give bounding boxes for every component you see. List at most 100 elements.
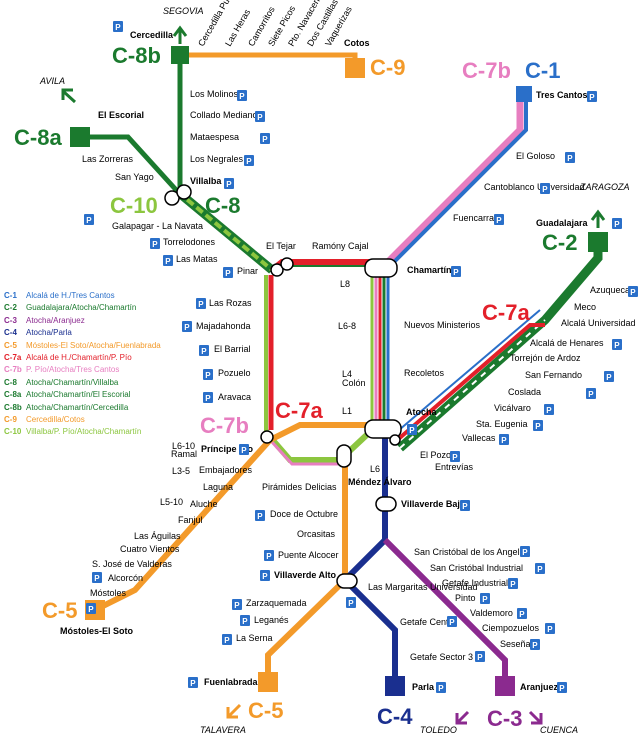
dest-talavera: TALAVERA: [200, 725, 246, 735]
line-c10-villalba-pinar: [176, 190, 274, 272]
station-san-yago: San Yago: [115, 172, 154, 182]
arrow-avila: [61, 88, 77, 104]
station-alcala-henares: Alcalá de Henares: [530, 338, 604, 348]
terminus-cotos: [345, 58, 365, 78]
parking-label: P: [449, 618, 455, 627]
parking-label: P: [242, 617, 248, 626]
station-sta-eugenia: Sta. Eugenia: [476, 419, 528, 429]
interchange-pinar: [270, 257, 294, 277]
parking-label: P: [262, 135, 268, 144]
legend-route: Alcalá de H./Chamartín/P. Pío: [26, 353, 132, 363]
legend-line-code: C-3: [4, 315, 17, 325]
station-alcorcon: Alcorcón: [108, 573, 143, 583]
dest-avila: AVILA: [39, 76, 65, 86]
station-el-pozo: El Pozo: [420, 450, 451, 460]
badge-c5-left: C-5: [42, 598, 77, 623]
station-guadalajara: Guadalajara: [536, 218, 589, 228]
legend-route: Atocha/Chamartín/El Escorial: [26, 390, 131, 400]
parking-label: P: [547, 625, 553, 634]
legend-row: C-1 Alcalá de H./Tres Cantos: [4, 290, 161, 302]
legend-route: Alcalá de H./Tres Cantos: [26, 291, 115, 300]
line-east-red: [393, 323, 545, 444]
dest-segovia: SEGOVIA: [163, 6, 204, 16]
legend-line-code: C-1: [4, 291, 17, 300]
parking-label: P: [257, 512, 263, 521]
parking-label: P: [115, 23, 121, 32]
badge-c7a-right: C-7a: [482, 300, 530, 325]
station-parla: Parla: [412, 682, 435, 692]
terminus-cercedilla: [171, 46, 189, 64]
legend-route: Villalba/P. Pío/Atocha/Chamartín: [26, 427, 142, 437]
parking-label: P: [510, 580, 516, 589]
parking-label: P: [519, 610, 525, 619]
parking-label: P: [205, 394, 211, 403]
legend-route: Atocha/Chamartín/Villalba: [26, 377, 119, 387]
station-san-jose: S. José de Valderas: [92, 559, 172, 569]
station-ramal: Ramal: [171, 449, 197, 459]
badge-c7a-mid: C-7a: [275, 398, 323, 423]
parking-label: P: [409, 426, 415, 435]
station-atocha: Atocha: [406, 407, 437, 417]
line-east-dash: [399, 319, 546, 449]
station-mendez-alvaro: Méndez Álvaro: [348, 477, 412, 487]
metro-l6: L6: [370, 464, 380, 474]
station-getafe-centro: Getafe Centro: [400, 617, 457, 627]
parking-label: P: [588, 390, 594, 399]
station-piramides: Pirámides: [262, 482, 303, 492]
station-torrejon: Torrejón de Ardoz: [510, 353, 581, 363]
station-las-rozas: Las Rozas: [209, 298, 252, 308]
line-c3: [382, 537, 508, 682]
badge-c9: C-9: [370, 55, 405, 80]
parking-label: P: [567, 154, 573, 163]
parking-label: P: [224, 636, 230, 645]
station-coslada: Coslada: [508, 387, 541, 397]
parking-label: P: [165, 257, 171, 266]
interchange-chamartin: [364, 258, 398, 278]
parking-label: P: [614, 220, 620, 229]
parking-label: P: [234, 601, 240, 610]
station-aranjuez: Aranjuez: [520, 682, 559, 692]
badge-c4: C-4: [377, 704, 413, 729]
legend-line-code: C-4: [4, 328, 17, 338]
station-cotos: Cotos: [344, 38, 370, 48]
parking-label: P: [257, 113, 263, 122]
station-fanjul: Fanjul: [178, 515, 203, 525]
parking-label: P: [535, 422, 541, 431]
parking-label: P: [190, 679, 196, 688]
station-doce-octubre: Doce de Octubre: [270, 509, 338, 519]
station-meco: Meco: [574, 302, 596, 312]
station-cantoblanco: Cantoblanco Universidad: [484, 182, 585, 192]
badge-c2: C-2: [542, 230, 577, 255]
station-el-escorial: El Escorial: [98, 110, 144, 120]
legend-row: C-8a Atocha/Chamartín/El Escorial: [4, 389, 161, 401]
legend-line-code: C-8b: [4, 402, 22, 412]
badge-c8b: C-8b: [112, 43, 161, 68]
station-aravaca: Aravaca: [218, 392, 251, 402]
parking-label: P: [589, 93, 595, 102]
station-valdemoro: Valdemoro: [470, 608, 513, 618]
station-alcala-univ: Alcalá Universidad: [561, 318, 636, 328]
station-fuenlabrada: Fuenlabrada: [204, 677, 259, 687]
terminus-el-escorial: [70, 127, 90, 147]
terminus-parla: [385, 676, 405, 696]
parking-label: P: [86, 216, 92, 225]
parking-label: P: [501, 436, 507, 445]
legend-line-code: C-8a: [4, 390, 22, 400]
station-aluche: Aluche: [190, 499, 218, 509]
station-cuatro-vientos: Cuatro Vientos: [120, 544, 180, 554]
station-villalba: Villalba: [190, 176, 222, 186]
legend-line-code: C-7b: [4, 365, 22, 375]
legend-route: Cercedilla/Cotos: [26, 415, 85, 425]
station-recoletos: Recoletos: [404, 368, 445, 378]
parking-label: P: [262, 572, 268, 581]
parking-label: P: [94, 574, 100, 583]
station-las-zorreras: Las Zorreras: [82, 154, 134, 164]
line-pio-atocha-pink: [270, 440, 338, 466]
